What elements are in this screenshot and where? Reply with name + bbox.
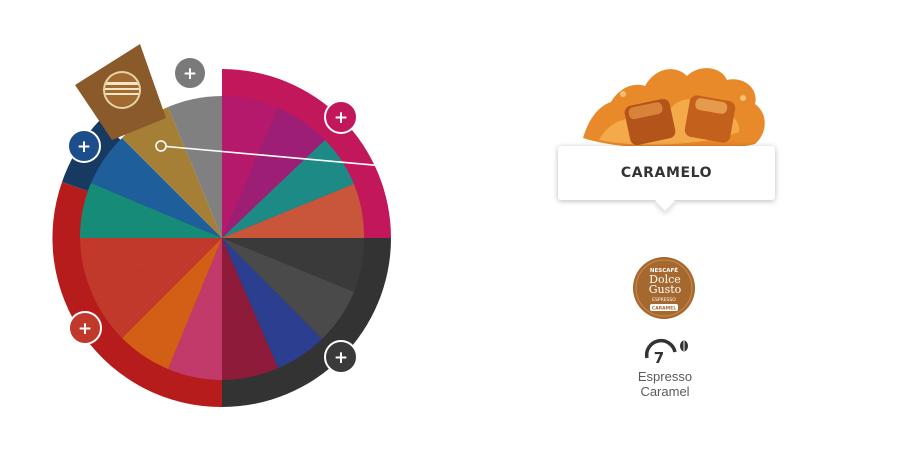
capsule-icon	[105, 82, 139, 95]
plus-icon: +	[183, 64, 197, 84]
wheel-inner-segments	[79, 96, 365, 380]
brand-line1: NESCAFÉ	[650, 266, 678, 274]
add-button-red[interactable]: +	[68, 311, 102, 345]
flavor-tooltip: CARAMELO	[558, 146, 775, 200]
caramel-pieces-icon	[583, 68, 765, 150]
product-name-line1: Espresso	[637, 369, 693, 384]
capsule-logo: NESCAFÉ Dolce Gusto ESPRESSO CARAMEL	[633, 257, 695, 319]
capsule-flavor: CARAMEL	[652, 306, 676, 312]
add-button-dark[interactable]: +	[324, 340, 358, 374]
add-button-blue[interactable]: +	[67, 129, 101, 163]
selection-pointer	[155, 140, 385, 167]
capsule-type: ESPRESSO	[652, 297, 676, 303]
intensity-value: 7	[654, 349, 664, 364]
brand-line3: Gusto	[649, 283, 682, 296]
add-button-gray[interactable]: +	[173, 56, 207, 90]
product-name: Espresso Caramel	[605, 369, 725, 399]
plus-icon: +	[78, 319, 92, 339]
plus-icon: +	[77, 137, 91, 157]
flavor-wheel[interactable]: + + + + +	[0, 0, 460, 462]
brand-line2: Dolce	[649, 273, 681, 286]
plus-icon: +	[334, 348, 348, 368]
selected-segment-capsule[interactable]	[75, 44, 166, 140]
product-name-line2: Caramel	[640, 384, 690, 399]
plus-icon: +	[334, 108, 348, 128]
flavor-name: CARAMELO	[620, 165, 713, 181]
intensity-indicator: 7	[644, 339, 688, 364]
add-button-pink[interactable]: +	[324, 100, 358, 134]
